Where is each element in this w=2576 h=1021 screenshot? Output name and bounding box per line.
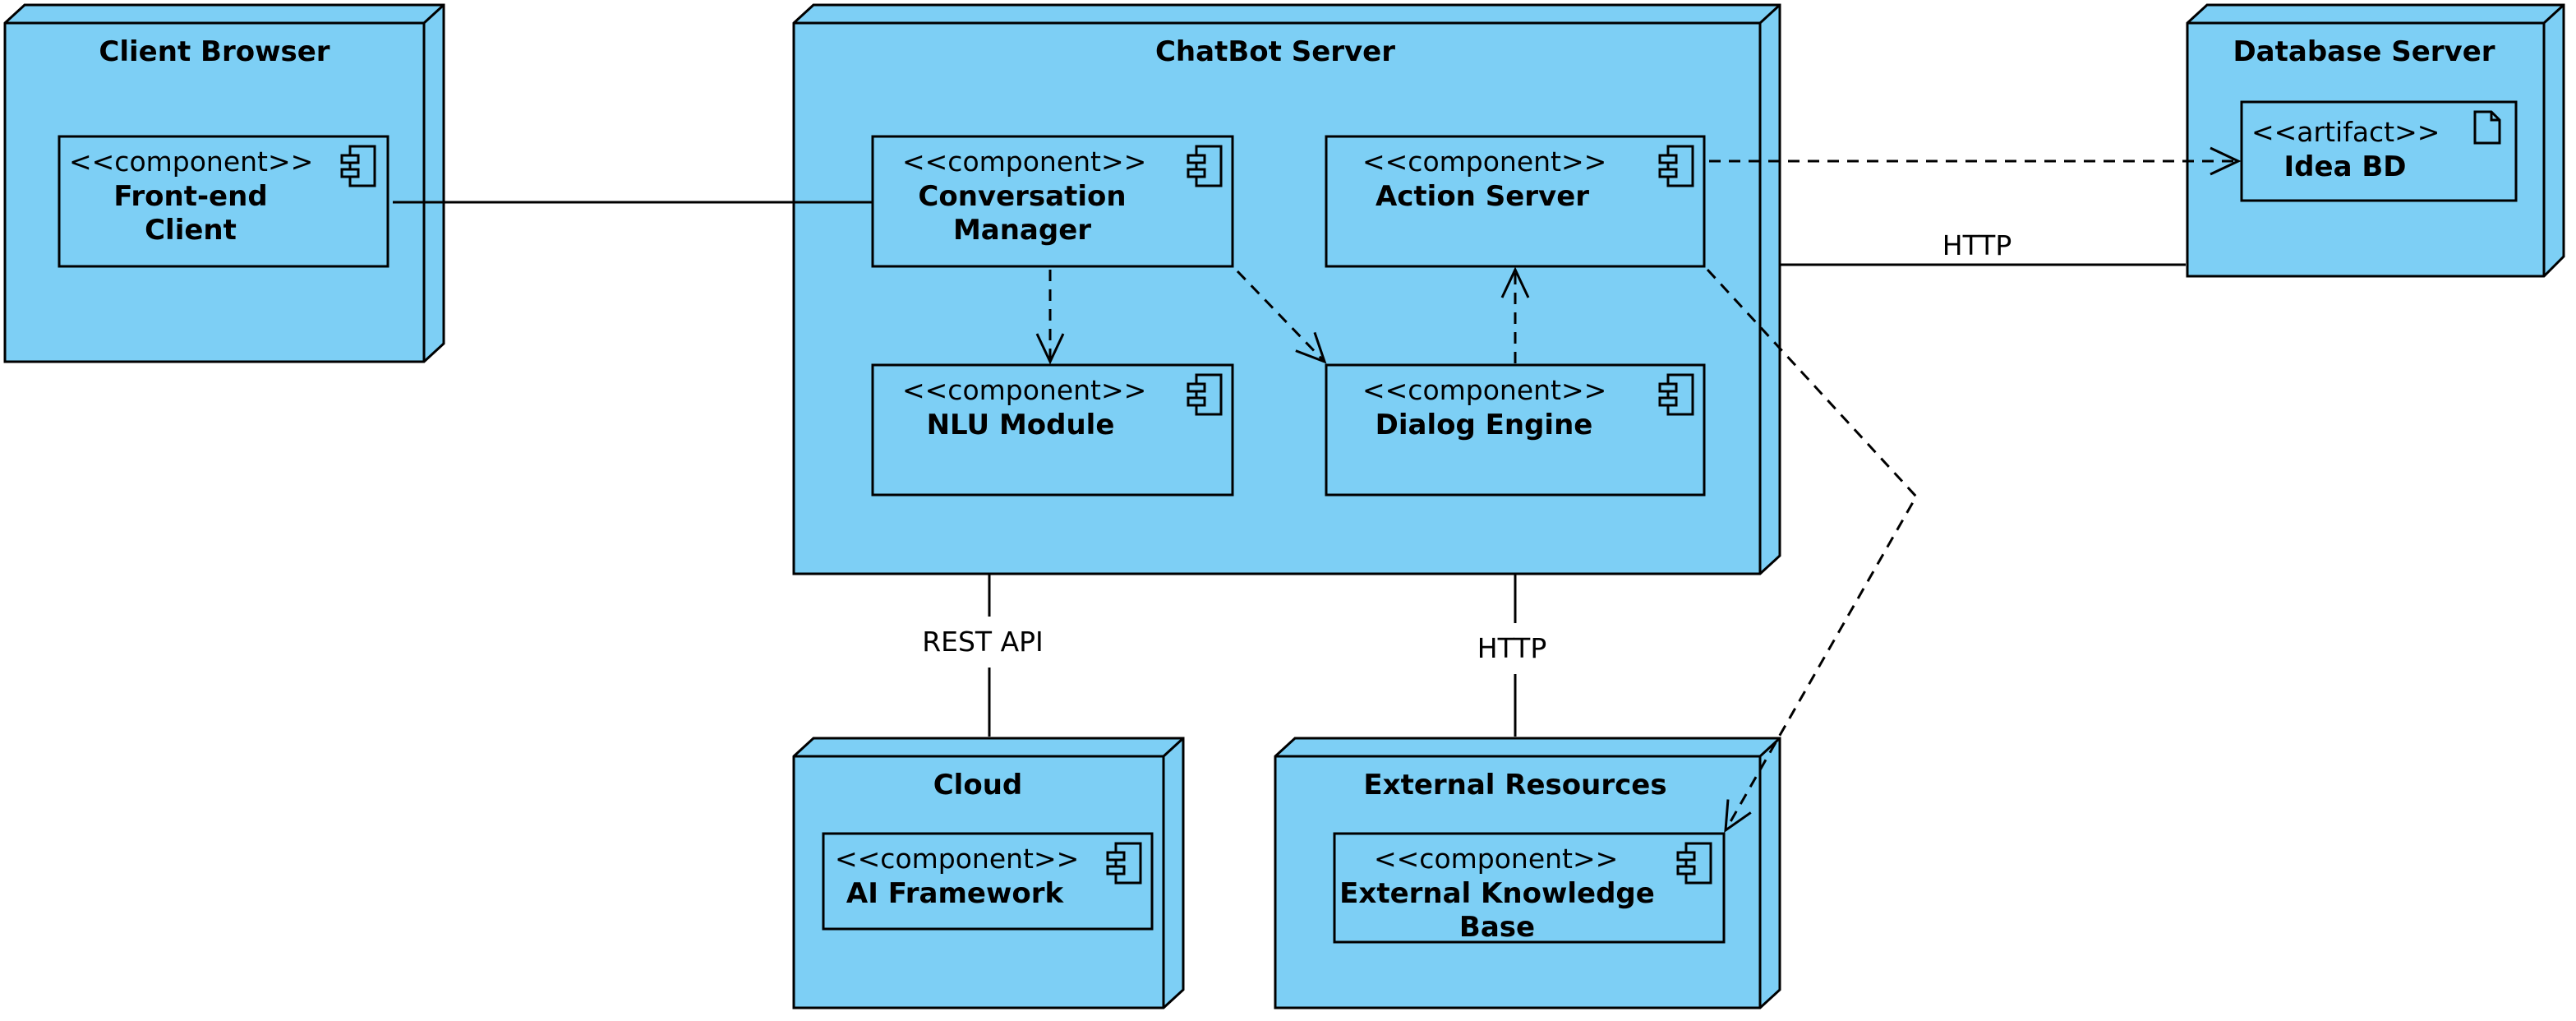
component-icon (1187, 145, 1223, 187)
dependency-cm-to-dialog (1236, 270, 1327, 364)
document-icon (2473, 110, 2501, 145)
component-name: External Knowledge (1339, 877, 1655, 910)
connector-label-rest-api: REST API (922, 626, 1044, 658)
component-dialog-engine[interactable]: <<component>> Dialog Engine (1325, 363, 1706, 497)
node-title: Database Server (2233, 35, 2495, 68)
component-front-end-client[interactable]: <<component>> Front-end Client (58, 135, 389, 268)
connector-label-ext-http: HTTP (1477, 632, 1546, 664)
component-stereotype: <<component>> (902, 374, 1146, 406)
component-icon (340, 145, 376, 187)
component-icon (1658, 373, 1694, 416)
component-stereotype: <<component>> (1362, 146, 1606, 178)
component-icon (1658, 145, 1694, 187)
artifact-name: Idea BD (2284, 150, 2407, 183)
component-name: Conversation (918, 180, 1126, 213)
component-name-line2: Manager (953, 214, 1091, 247)
dependencies (1035, 146, 2242, 834)
component-name-line2: Base (1459, 911, 1535, 944)
component-stereotype: <<component>> (69, 146, 313, 178)
artifact-idea-bd[interactable]: <<artifact>> Idea BD (2240, 100, 2518, 202)
component-name: Front-end (113, 180, 267, 213)
component-action-server[interactable]: <<component>> Action Server (1325, 135, 1706, 268)
component-conversation-manager[interactable]: <<component>> Conversation Manager (871, 135, 1234, 268)
node-title: Client Browser (99, 35, 329, 68)
component-icon (1106, 842, 1142, 885)
component-name: Dialog Engine (1376, 409, 1593, 441)
component-stereotype: <<component>> (1362, 374, 1606, 406)
component-nlu-module[interactable]: <<component>> NLU Module (871, 363, 1234, 497)
node-title: Cloud (933, 769, 1023, 802)
component-icon (1187, 373, 1223, 416)
component-name: NLU Module (927, 409, 1115, 441)
node-title: ChatBot Server (1155, 35, 1395, 68)
component-stereotype: <<component>> (1374, 843, 1618, 875)
component-stereotype: <<component>> (902, 146, 1146, 178)
component-ai-framework[interactable]: <<component>> AI Framework (822, 832, 1154, 931)
component-external-knowledge-base[interactable]: <<component>> External Knowledge Base (1333, 832, 1726, 944)
component-name-line2: Client (145, 214, 237, 247)
component-name: AI Framework (846, 877, 1065, 910)
connector-label-db-http: HTTP (1942, 229, 2011, 261)
component-icon (1676, 842, 1712, 885)
dependency-action-to-knowledge-base (1706, 268, 1918, 834)
node-title: External Resources (1363, 769, 1666, 802)
component-stereotype: <<component>> (835, 843, 1079, 875)
artifact-stereotype: <<artifact>> (2251, 116, 2440, 148)
component-name: Action Server (1376, 180, 1589, 213)
